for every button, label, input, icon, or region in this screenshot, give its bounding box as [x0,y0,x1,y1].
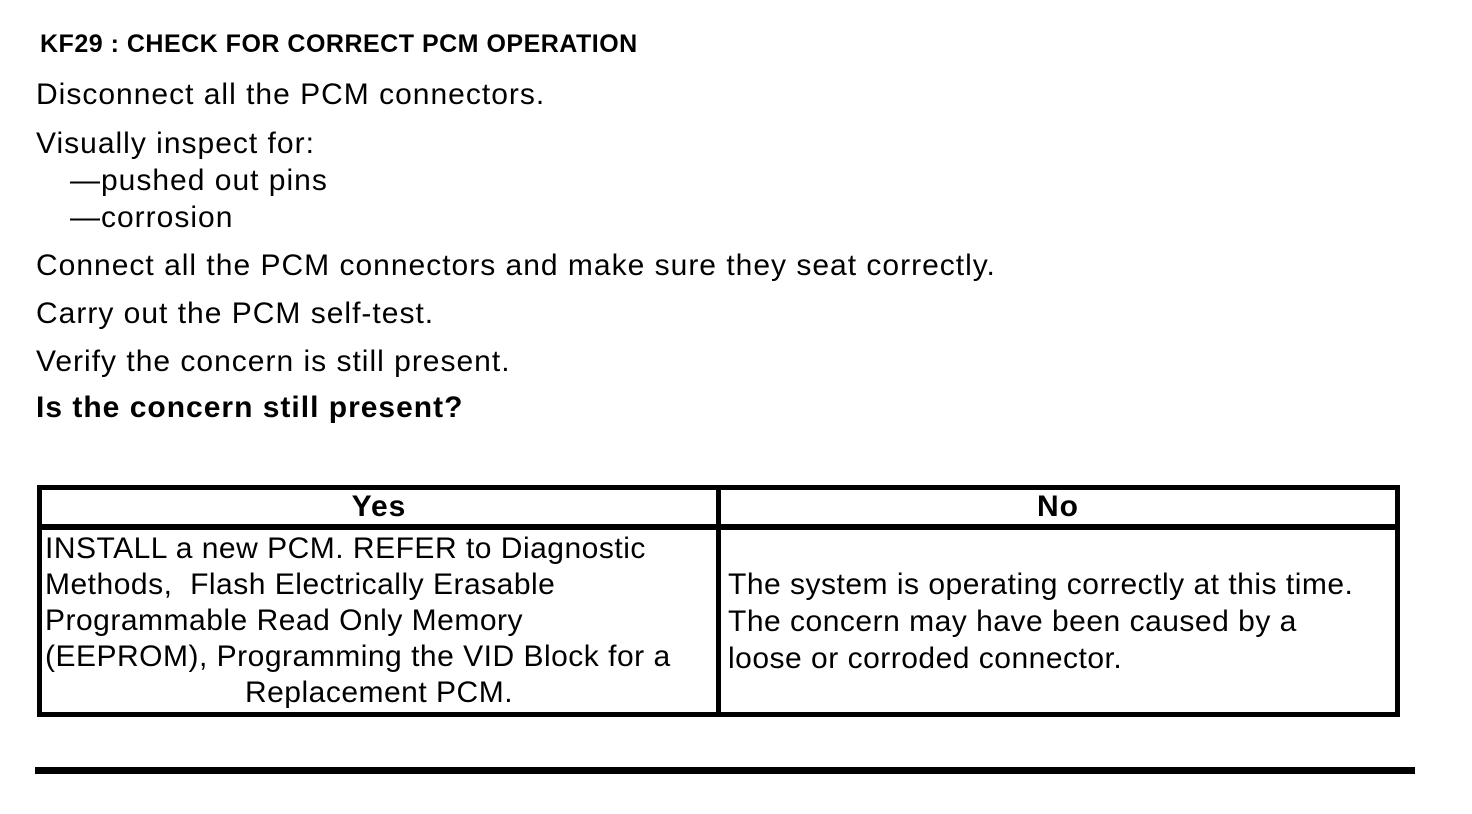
page-title: KF29 : CHECK FOR CORRECT PCM OPERATION [40,30,638,58]
no-action-text: The system is operating correctly at thi… [728,567,1354,675]
decision-table-header: Yes No [39,487,1398,530]
bottom-rule [35,767,1415,774]
step-visually-inspect: Visually inspect for: [36,127,315,160]
step-verify-concern: Verify the concern is still present. [36,345,511,378]
no-column-header: No [716,487,1398,530]
no-action-cell: The system is operating correctly at thi… [716,527,1398,715]
step-disconnect-connectors: Disconnect all the PCM connectors. [36,78,546,111]
table-header-row: Yes No [39,487,1398,530]
step-self-test: Carry out the PCM self-test. [36,297,435,330]
question-text: Is the concern still present? [36,391,464,424]
inspect-item-pushed-out-pins: —pushed out pins [70,164,328,197]
yes-column-header: Yes [39,487,719,530]
step-connect-connectors: Connect all the PCM connectors and make … [36,249,996,282]
decision-table: Yes No INSTALL a new PCM. REFER to Diagn… [37,485,1400,717]
inspect-item-corrosion: —corrosion [70,201,234,234]
